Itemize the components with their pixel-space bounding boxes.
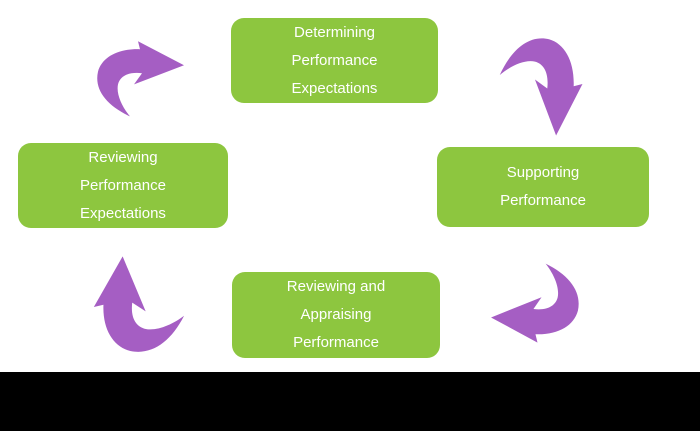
- curved-arrow-top-to-right-icon: [499, 38, 583, 136]
- node-reviewing-and-appraising-performance: Reviewing and Appraising Performance: [232, 272, 440, 358]
- node-reviewing-performance-expectations: Reviewing Performance Expectations: [18, 143, 228, 228]
- node-determining-performance-expectations: Determining Performance Expectations: [231, 18, 438, 103]
- curved-arrow-left-to-top-icon: [97, 41, 184, 117]
- node-supporting-performance: Supporting Performance: [437, 147, 649, 227]
- footer-bar: [0, 372, 700, 431]
- curved-arrow-bottom-to-left-icon: [93, 256, 185, 352]
- curved-arrow-right-to-bottom-icon: [491, 263, 579, 343]
- node-label: Supporting Performance: [500, 164, 586, 209]
- node-label: Determining Performance Expectations: [291, 23, 378, 97]
- node-label: Reviewing Performance Expectations: [80, 148, 166, 222]
- node-label: Reviewing and Appraising Performance: [286, 278, 386, 351]
